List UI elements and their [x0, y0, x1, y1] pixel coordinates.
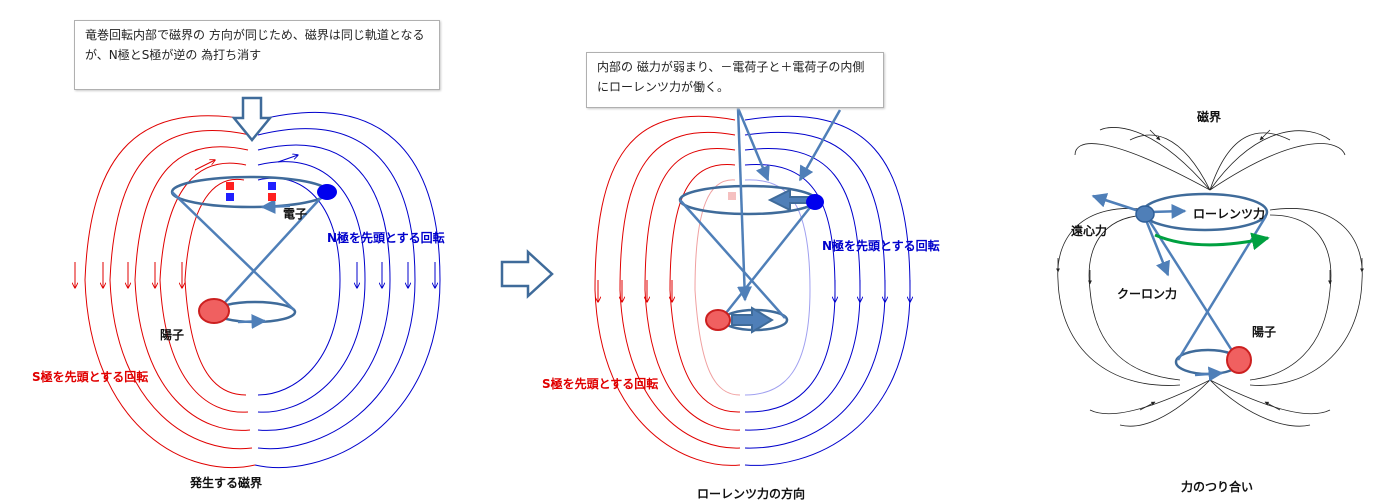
electron: [806, 194, 824, 210]
north-rotation-label: N極を先頭とする回転: [327, 231, 445, 245]
centrifugal-label: 遠心力: [1071, 224, 1108, 238]
north-field-loop: [257, 128, 416, 450]
electron: [1135, 205, 1155, 223]
north-field-lines: [254, 111, 441, 469]
field-line: [1057, 279, 1181, 386]
field-line: [1089, 289, 1181, 381]
pointer-line: [736, 107, 770, 182]
orbit-arrow: [1194, 366, 1224, 382]
south-field-loop: [159, 162, 249, 413]
orbit-structure: [170, 175, 330, 329]
coulomb-label: クーロン力: [1117, 287, 1178, 301]
panel3: [1056, 127, 1364, 427]
charge-marker-red: [268, 193, 276, 201]
field-lines: [1056, 127, 1364, 427]
pointer-line: [736, 107, 753, 302]
cone-line: [171, 191, 295, 311]
south-arrow: [194, 160, 215, 171]
proton-label: 陽子: [160, 328, 185, 342]
field-arrow: [1149, 129, 1161, 141]
orbit-structure: [678, 107, 842, 332]
electron: [317, 184, 337, 200]
south-field-loop: [644, 148, 741, 431]
field-line: [1249, 289, 1331, 381]
field-line: [1119, 379, 1211, 427]
orbit-arrow: [260, 199, 291, 215]
field-line: [1209, 379, 1311, 427]
force-balance-arrow: [1154, 232, 1270, 251]
field-line: [1209, 130, 1331, 191]
down-arrow-icon: [231, 96, 273, 142]
caption: 発生する磁界: [190, 476, 263, 490]
charge-marker-faded: [728, 192, 736, 200]
field-line: [1129, 134, 1211, 191]
field-line: [1074, 143, 1211, 191]
field-line: [1209, 143, 1346, 191]
proton-label: 陽子: [1252, 325, 1277, 339]
south-rotation-label: S極を先頭とする回転: [32, 370, 149, 384]
centrifugal-arrow: [1091, 193, 1143, 214]
upper-orbit: [170, 175, 330, 209]
electron-label: 電子: [283, 207, 308, 221]
pointer-line: [798, 109, 842, 182]
caption: 力のつり合い: [1181, 480, 1254, 494]
explanation-note: 内部の 磁力が弱まり、－電荷子と＋電荷子の内側にローレンツ力が働く。: [586, 52, 884, 108]
orbit-arrow: [237, 314, 267, 329]
north-field-loop: [744, 131, 886, 449]
field-line: [1209, 132, 1291, 191]
charge-marker-blue: [226, 193, 234, 201]
south-field-loop: [84, 115, 256, 469]
proton: [198, 298, 230, 324]
field-arrow: [1259, 129, 1271, 141]
south-rotation-label: S極を先頭とする回転: [542, 377, 659, 391]
south-field-loop: [619, 131, 741, 449]
north-arrow: [277, 155, 298, 163]
field-line: [1057, 208, 1151, 281]
field-line: [1089, 379, 1211, 415]
charge-marker-blue: [268, 182, 276, 190]
coulomb-arrow: [1144, 219, 1170, 277]
north-field-loop: [257, 161, 366, 413]
field-line: [1249, 279, 1363, 386]
panel2: [594, 107, 910, 466]
north-rotation-label: N極を先頭とする回転: [822, 239, 940, 253]
proton: [705, 309, 731, 331]
lorentz-arrow-icon: [731, 306, 774, 334]
charge-marker-red: [226, 182, 234, 190]
cone-line: [679, 199, 786, 319]
north-field-loop: [257, 144, 391, 431]
proton: [1226, 346, 1252, 374]
field-arrow: [1264, 401, 1281, 411]
field-line: [1269, 214, 1332, 291]
field-line: [1269, 208, 1363, 281]
north-field-loop: [254, 111, 441, 469]
explanation-note: 竜巻回転内部で磁界の 方向が同じため、磁界は同じ軌道となるが、N極とS極が逆の …: [74, 20, 440, 90]
south-field-loop: [184, 178, 247, 396]
south-field-loop: [109, 130, 253, 450]
south-field-loop: [594, 115, 741, 466]
panel1: [75, 96, 441, 469]
right-arrow-icon: [500, 249, 554, 299]
lorentz-arrow: [1149, 203, 1187, 219]
north-field-lines: [744, 115, 910, 466]
north-field-loop: [257, 177, 341, 396]
south-field-lines: [75, 115, 256, 469]
south-field-lines: [594, 115, 741, 466]
caption: ローレンツ力の方向: [697, 487, 806, 501]
cone-line: [217, 189, 329, 311]
field-line: [1099, 127, 1211, 191]
south-field-loop: [669, 164, 741, 413]
lorentz-label: ローレンツ力: [1193, 207, 1266, 221]
lorentz-arrow-icon: [767, 188, 809, 212]
field-line: [1209, 379, 1331, 415]
field-line: [1088, 214, 1151, 291]
field-title: 磁界: [1197, 110, 1222, 124]
south-field-loop: [134, 146, 251, 431]
field-arrow: [1139, 401, 1156, 411]
